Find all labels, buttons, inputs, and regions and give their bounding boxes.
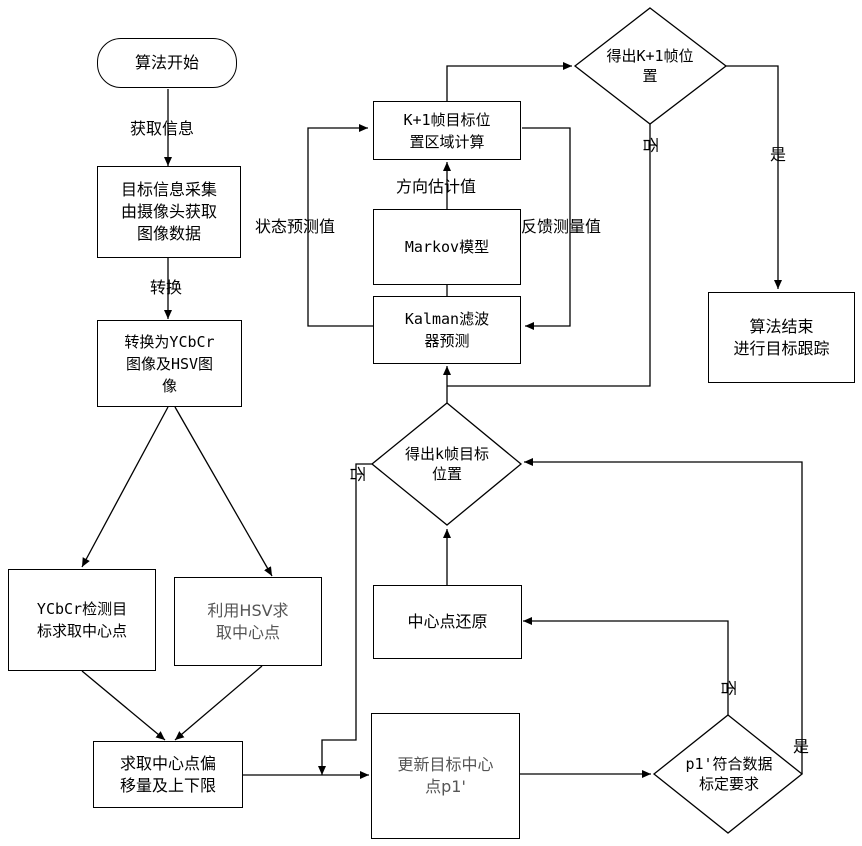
label-acquire-info: 获取信息 (130, 119, 194, 139)
edge-kframe-no (322, 464, 372, 775)
k1region-box: K+1帧目标位 置区域计算 (373, 101, 521, 160)
collect-box: 目标信息采集 由摄像头获取 图像数据 (97, 166, 241, 258)
label-state-pred: 状态预测值 (255, 217, 335, 237)
k1frame-diamond-text: 得出K+1帧位 置 (585, 44, 715, 88)
edge-convert-ycbcr (82, 407, 168, 567)
label-no-check: 否 (718, 680, 738, 696)
label-yes-check: 是 (793, 737, 809, 757)
label-no-k1: 否 (640, 137, 660, 153)
end-box: 算法结束 进行目标跟踪 (708, 292, 855, 383)
update-box: 更新目标中心 点p1' (371, 713, 520, 839)
ycbcr-box: YCbCr检测目 标求取中心点 (8, 569, 156, 671)
label-direction-est: 方向估计值 (396, 177, 476, 197)
label-transform: 转换 (150, 278, 182, 298)
label-yes-end: 是 (770, 145, 786, 165)
label-no-kframe: 否 (347, 466, 367, 482)
kalman-box: Kalman滤波 器预测 (373, 296, 521, 364)
offset-box: 求取中心点偏 移量及上下限 (93, 741, 243, 808)
edge-convert-hsv (175, 407, 272, 576)
edge-check-restore (523, 621, 728, 715)
edge-hsv-offset (175, 666, 262, 740)
start-node: 算法开始 (97, 38, 237, 88)
edge-k1region-k1frame (447, 66, 572, 101)
edge-k1frame-end (726, 66, 778, 289)
edge-check-kframe (524, 462, 802, 774)
markov-box: Markov模型 (373, 209, 521, 285)
hsv-box: 利用HSV求 取中心点 (174, 577, 322, 666)
label-feedback: 反馈测量值 (521, 217, 601, 237)
restore-box: 中心点还原 (373, 585, 522, 659)
kframe-diamond-text: 得出k帧目标 位置 (380, 442, 514, 486)
edge-ycbcr-offset (82, 671, 165, 740)
check-diamond-text: p1'符合数据 标定要求 (662, 752, 796, 796)
convert-box: 转换为YCbCr 图像及HSV图 像 (97, 320, 242, 407)
